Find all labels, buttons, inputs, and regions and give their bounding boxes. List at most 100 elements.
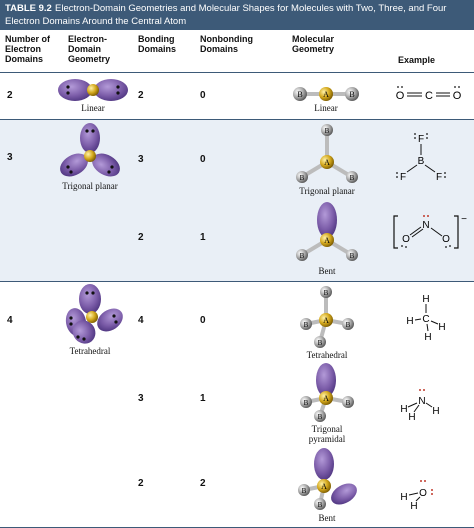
- col-label: Domains: [200, 44, 239, 54]
- caption-line: Trigonal: [311, 424, 343, 434]
- col-label: Nonbonding: [200, 34, 253, 44]
- row4-electron-domains: 4: [7, 315, 13, 326]
- atom-label: B: [300, 174, 305, 182]
- linear-domain-model: [58, 79, 128, 101]
- atom-label: B: [304, 399, 309, 407]
- atom-symbol: H: [410, 501, 417, 512]
- row6-nonbonding: 2: [200, 478, 206, 489]
- atom-label: B: [297, 90, 302, 99]
- atom-symbol: H: [422, 294, 429, 305]
- row2-nonbonding: 0: [200, 154, 206, 165]
- row1-bonding: 2: [138, 90, 144, 101]
- col-label: Electron: [5, 44, 42, 54]
- atom-label: B: [349, 90, 354, 99]
- atom-symbol: C: [425, 90, 433, 102]
- example-h2o: O H H: [400, 480, 433, 512]
- mg-linear-caption: Linear: [314, 103, 338, 113]
- table-number: TABLE 9.2: [5, 3, 52, 14]
- atom-symbol: O: [442, 234, 450, 245]
- atom-label: B: [318, 501, 323, 509]
- col-electron-domains: Number of Electron Domains: [5, 34, 50, 64]
- atom-label: B: [300, 252, 305, 260]
- atom-symbol: F: [400, 172, 406, 183]
- trigonal-pyramidal-molecule-model: B B B A: [300, 363, 354, 422]
- atom-label: A: [321, 482, 327, 491]
- caption-line: pyramidal: [308, 434, 346, 444]
- mg-trigonal-caption: Trigonal planar: [299, 186, 355, 196]
- table-title-line2: Electron Domains Around the Central Atom: [5, 16, 187, 27]
- divider: [0, 281, 474, 282]
- col-label: Number of: [5, 34, 50, 44]
- col-nonbonding: Nonbonding Domains: [200, 34, 253, 54]
- table-header: TABLE 9.2 Electron-Domain Geometries and…: [0, 0, 474, 30]
- atom-label: B: [324, 289, 329, 297]
- row1-electron-domains: 2: [7, 90, 13, 101]
- bent-molecule-model-1: B B A: [296, 202, 358, 261]
- col-label: Geometry: [292, 44, 335, 54]
- atom-label: A: [324, 236, 330, 245]
- row4-bonding: 4: [138, 315, 144, 326]
- atom-label: A: [323, 90, 329, 99]
- atom-symbol: H: [432, 406, 439, 417]
- atom-label: B: [350, 252, 355, 260]
- atom-label: B: [302, 487, 307, 495]
- table-title-line1: Electron-Domain Geometries and Molecular…: [55, 3, 447, 14]
- col-ed-geometry: Electron- Domain Geometry: [68, 34, 110, 64]
- atom-symbol: O: [419, 488, 427, 499]
- atom-label: A: [324, 158, 330, 167]
- row2-electron-domains: 3: [7, 152, 13, 163]
- atom-label: B: [325, 127, 330, 135]
- col-label: Geometry: [68, 54, 111, 64]
- atom-symbol: H: [406, 316, 413, 327]
- col-molecular-geometry: Molecular Geometry: [292, 34, 334, 54]
- trigonal-planar-domain-model: [60, 123, 120, 177]
- ed-linear-caption: Linear: [81, 103, 105, 113]
- row2-bonding: 3: [138, 154, 144, 165]
- col-label: Example: [398, 55, 436, 65]
- tetrahedral-domain-model: [65, 284, 123, 344]
- row1-nonbonding: 0: [200, 90, 206, 101]
- mg-trigonal-pyramidal-caption: Trigonal pyramidal: [282, 424, 372, 444]
- linear-molecule-model: B A B: [293, 87, 359, 101]
- atom-symbol: O: [453, 90, 462, 102]
- example-no2-ion: − O N O: [393, 214, 467, 249]
- tetrahedral-molecule-model: B B B B A: [300, 286, 354, 348]
- atom-symbol: H: [400, 492, 407, 503]
- divider: [0, 119, 474, 120]
- atom-label: B: [304, 321, 309, 329]
- row3-nonbonding: 1: [200, 232, 206, 243]
- atom-label: B: [346, 321, 351, 329]
- atom-symbol: C: [422, 314, 429, 325]
- mg-bent-caption-1: Bent: [318, 266, 336, 276]
- atom-label: B: [318, 413, 323, 421]
- example-ch4: H C H H H: [406, 294, 445, 343]
- atom-symbol: O: [402, 234, 410, 245]
- col-label: Domains: [5, 54, 44, 64]
- charge-sign: −: [461, 214, 467, 225]
- row3-bonding: 2: [138, 232, 144, 243]
- col-example: Example: [398, 55, 435, 65]
- atom-symbol: H: [400, 404, 407, 415]
- row5-nonbonding: 1: [200, 393, 206, 404]
- col-label: Molecular: [292, 34, 335, 44]
- atom-symbol: O: [396, 90, 405, 102]
- atom-symbol: N: [418, 396, 425, 407]
- atom-label: B: [350, 174, 355, 182]
- mg-tetrahedral-caption: Tetrahedral: [306, 350, 348, 360]
- col-label: Bonding: [138, 34, 175, 44]
- ed-tetrahedral-caption: Tetrahedral: [69, 346, 111, 356]
- example-co2: O C O: [396, 86, 462, 102]
- row-band-3: [0, 119, 474, 281]
- atom-symbol: F: [418, 134, 424, 145]
- bent-molecule-model-2: B B A: [298, 448, 357, 510]
- atom-symbol: B: [418, 156, 425, 167]
- atom-symbol: H: [438, 322, 445, 333]
- atom-symbol: H: [408, 412, 415, 423]
- mg-bent-caption-2: Bent: [318, 513, 336, 523]
- example-nh3: N H H H: [400, 389, 440, 423]
- row5-bonding: 3: [138, 393, 144, 404]
- ed-trigonal-caption: Trigonal planar: [62, 181, 118, 191]
- row6-bonding: 2: [138, 478, 144, 489]
- atom-label: B: [318, 339, 323, 347]
